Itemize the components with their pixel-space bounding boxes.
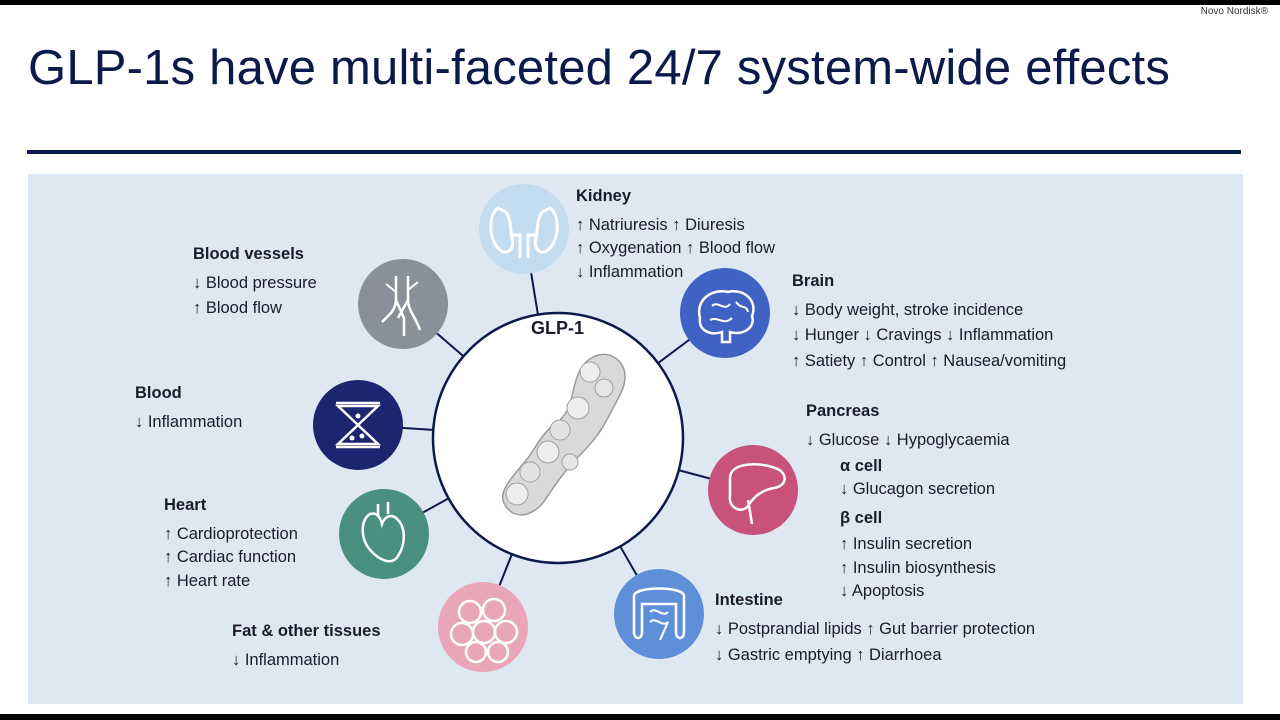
glp1-label: GLP-1: [531, 318, 585, 338]
brain-heading: Brain: [792, 272, 835, 290]
kidney-line: ↓ Inflammation: [576, 262, 684, 281]
top-border: [0, 0, 1280, 5]
blood-line: ↓ Inflammation: [135, 412, 243, 431]
pancreas-line: ↓ Glucose ↓ Hypoglycaemia: [806, 430, 1010, 449]
brain-line: ↓ Hunger ↓ Cravings ↓ Inflammation: [792, 326, 1054, 345]
kidney-line: ↑ Oxygenation ↑ Blood flow: [576, 239, 776, 258]
beta-cell-line: ↑ Insulin biosynthesis: [840, 558, 996, 577]
intestine-text: Intestine ↓ Postprandial lipids ↑ Gut ba…: [715, 590, 1035, 669]
pancreas-icon: [708, 445, 798, 535]
kidney-icon: [479, 184, 569, 274]
kidney-heading: Kidney: [576, 187, 632, 205]
brain-icon: [680, 268, 770, 358]
heart-line: ↑ Cardioprotection: [164, 524, 298, 543]
beta-cell-heading: β cell: [840, 508, 883, 527]
intestine-heading: Intestine: [715, 591, 783, 609]
intestine-icon: [614, 569, 704, 659]
slide-title: GLP-1s have multi-faceted 24/7 system-wi…: [28, 41, 1171, 95]
kidney-text: Kidney ↑ Natriuresis ↑ Diuresis ↑ Oxygen…: [576, 186, 775, 286]
bottom-border: [0, 714, 1280, 720]
heart-line: ↑ Heart rate: [164, 571, 251, 590]
brain-line: ↑ Satiety ↑ Control ↑ Nausea/vomiting: [792, 351, 1067, 370]
alpha-cell-heading: α cell: [840, 457, 883, 476]
title-underline: [27, 150, 1241, 154]
heart-icon: [339, 489, 429, 579]
blood-vessels-line: ↓ Blood pressure: [193, 273, 317, 292]
blood-text: Blood ↓ Inflammation: [135, 383, 242, 435]
pancreas-heading: Pancreas: [806, 402, 880, 420]
intestine-line: ↓ Postprandial lipids ↑ Gut barrier prot…: [715, 619, 1036, 638]
blood-vessels-icon: [358, 259, 448, 349]
heart-line: ↑ Cardiac function: [164, 548, 297, 567]
blood-vessels-heading: Blood vessels: [193, 245, 304, 263]
intestine-line: ↓ Gastric emptying ↑ Diarrhoea: [715, 646, 942, 665]
fat-text: Fat & other tissues ↓ Inflammation: [232, 621, 381, 673]
heart-text: Heart ↑ Cardioprotection ↑ Cardiac funct…: [164, 495, 298, 595]
heart-heading: Heart: [164, 496, 207, 514]
blood-vessels-text: Blood vessels ↓ Blood pressure ↑ Blood f…: [193, 244, 317, 322]
brain-text: Brain ↓ Body weight, stroke incidence ↓ …: [792, 271, 1066, 375]
fat-heading: Fat & other tissues: [232, 622, 381, 640]
fat-line: ↓ Inflammation: [232, 650, 340, 669]
beta-cell-line: ↑ Insulin secretion: [840, 535, 973, 554]
blood-vessels-line: ↑ Blood flow: [193, 299, 282, 318]
brain-line: ↓ Body weight, stroke incidence: [792, 300, 1024, 319]
glp1-molecule-icon: [502, 353, 626, 516]
blood-heading: Blood: [135, 384, 182, 402]
beta-cell-line: ↓ Apoptosis: [840, 582, 925, 601]
fat-cells-icon: [438, 582, 528, 672]
alpha-cell-line: ↓ Glucagon secretion: [840, 479, 996, 498]
hourglass-blood-icon: [313, 380, 403, 470]
brand-label: Novo Nordisk®: [1200, 6, 1268, 17]
pancreas-text: Pancreas ↓ Glucose ↓ Hypoglycaemia α cel…: [806, 401, 1010, 605]
kidney-line: ↑ Natriuresis ↑ Diuresis: [576, 215, 745, 234]
